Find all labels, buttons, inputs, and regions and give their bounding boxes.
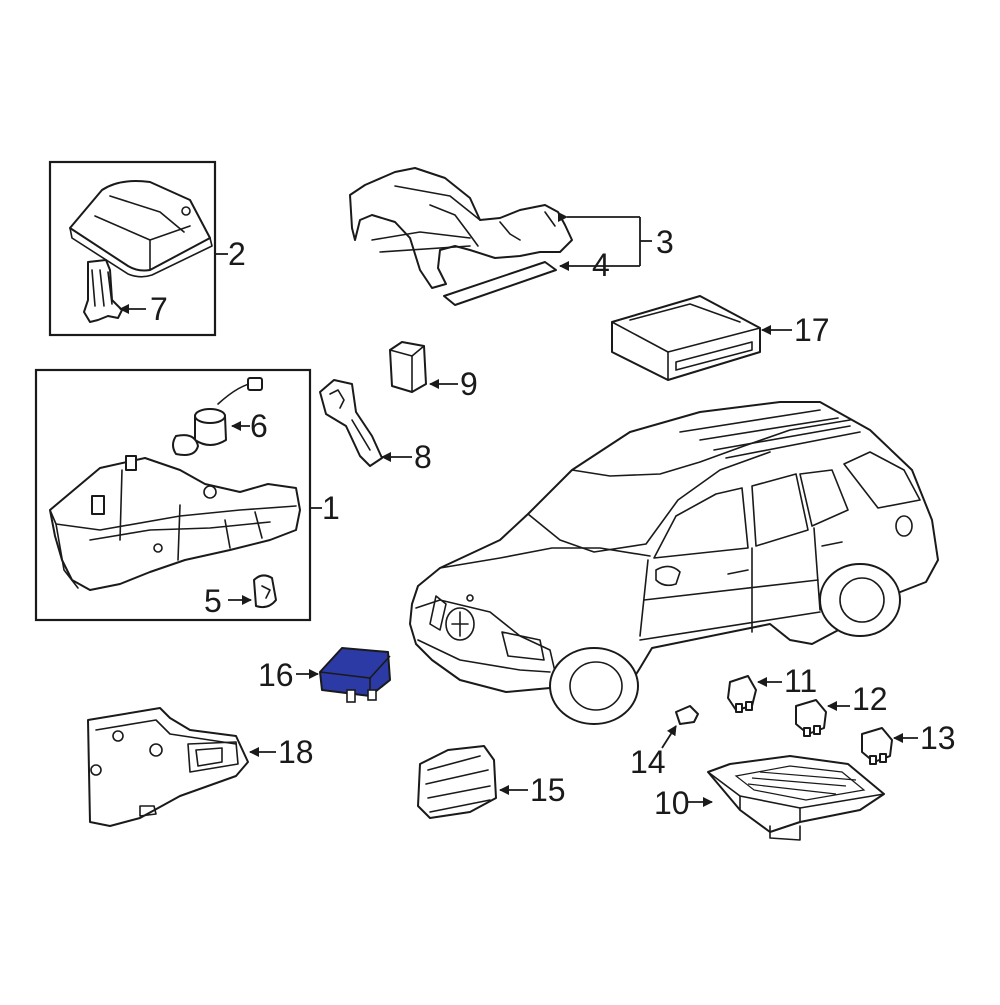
part-17-control-module[interactable] (611, 295, 761, 381)
part-16-module-highlighted[interactable] (319, 647, 391, 703)
leader-14 (661, 725, 677, 749)
callout-2[interactable]: 2 (228, 236, 246, 272)
callout-10[interactable]: 10 (654, 785, 690, 821)
callout-15[interactable]: 15 (530, 772, 566, 808)
part-8-bracket[interactable] (319, 379, 383, 467)
callout-6[interactable]: 6 (250, 408, 268, 444)
part-15-cover[interactable] (417, 745, 497, 819)
callout-4[interactable]: 4 (592, 247, 610, 283)
part-5-clip[interactable] (253, 574, 277, 609)
part-18-panel[interactable] (87, 707, 249, 827)
callout-16[interactable]: 16 (258, 657, 294, 693)
part-3-dash-frame[interactable] (349, 167, 573, 289)
callout-5[interactable]: 5 (204, 583, 222, 619)
callout-9[interactable]: 9 (460, 366, 478, 402)
callout-13[interactable]: 13 (920, 720, 956, 756)
part-11-relay[interactable] (727, 675, 757, 713)
callout-11[interactable]: 11 (784, 663, 817, 699)
callout-12[interactable]: 12 (852, 681, 888, 717)
part-9-relay[interactable] (389, 341, 427, 393)
part-1-tray[interactable] (49, 455, 301, 591)
vehicle-suv (409, 401, 939, 725)
callout-18[interactable]: 18 (278, 734, 314, 770)
part-12-relay[interactable] (795, 699, 827, 737)
part-14-clip[interactable] (675, 705, 699, 725)
part-4-dash-seal[interactable] (443, 261, 557, 306)
callout-3[interactable]: 3 (656, 224, 674, 260)
callout-7[interactable]: 7 (150, 291, 168, 327)
callout-8[interactable]: 8 (414, 439, 432, 475)
callout-1[interactable]: 1 (322, 490, 340, 526)
group-box-1-5-6 (34, 368, 312, 622)
callout-17[interactable]: 17 (794, 312, 830, 348)
part-2-cover[interactable] (69, 180, 213, 278)
callout-14[interactable]: 14 (630, 744, 666, 780)
part-7-bracket[interactable] (83, 259, 123, 323)
group-box-2-7 (48, 160, 217, 337)
part-6-connector[interactable] (172, 377, 263, 456)
part-13-relay[interactable] (861, 727, 893, 765)
part-10-relay-box[interactable] (707, 755, 885, 841)
